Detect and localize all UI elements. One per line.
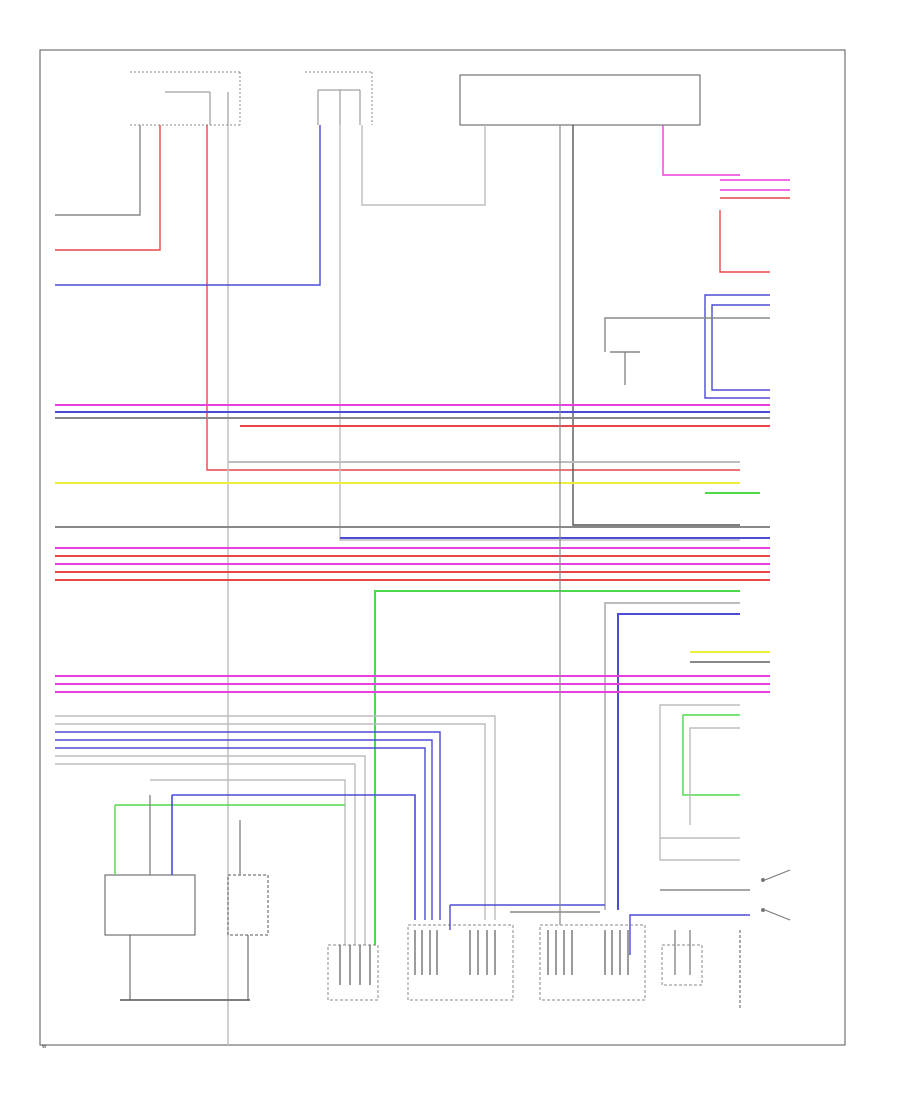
bottom-right-wires: [629, 704, 750, 1010]
switch-box-left: [104, 794, 416, 1000]
pink-wires-upper: [719, 179, 790, 273]
seat-switches: [761, 869, 791, 921]
bundle-4: [55, 715, 496, 945]
vertical-wires-top: [55, 125, 740, 1045]
blue-wires-right: [604, 294, 770, 399]
bottom-connectors: [327, 125, 703, 1001]
page-frame: [39, 49, 846, 1046]
bundle-3: [55, 651, 770, 693]
page-code: W: [42, 1044, 47, 1050]
top-connector-right: [459, 74, 701, 126]
bundle-2: [55, 526, 770, 945]
top-connector-middle: [305, 71, 373, 125]
switch-box-right: [120, 820, 269, 1001]
right-labels: [775, 170, 825, 770]
top-connector-left: [130, 71, 241, 126]
bundle-1: [55, 404, 770, 494]
